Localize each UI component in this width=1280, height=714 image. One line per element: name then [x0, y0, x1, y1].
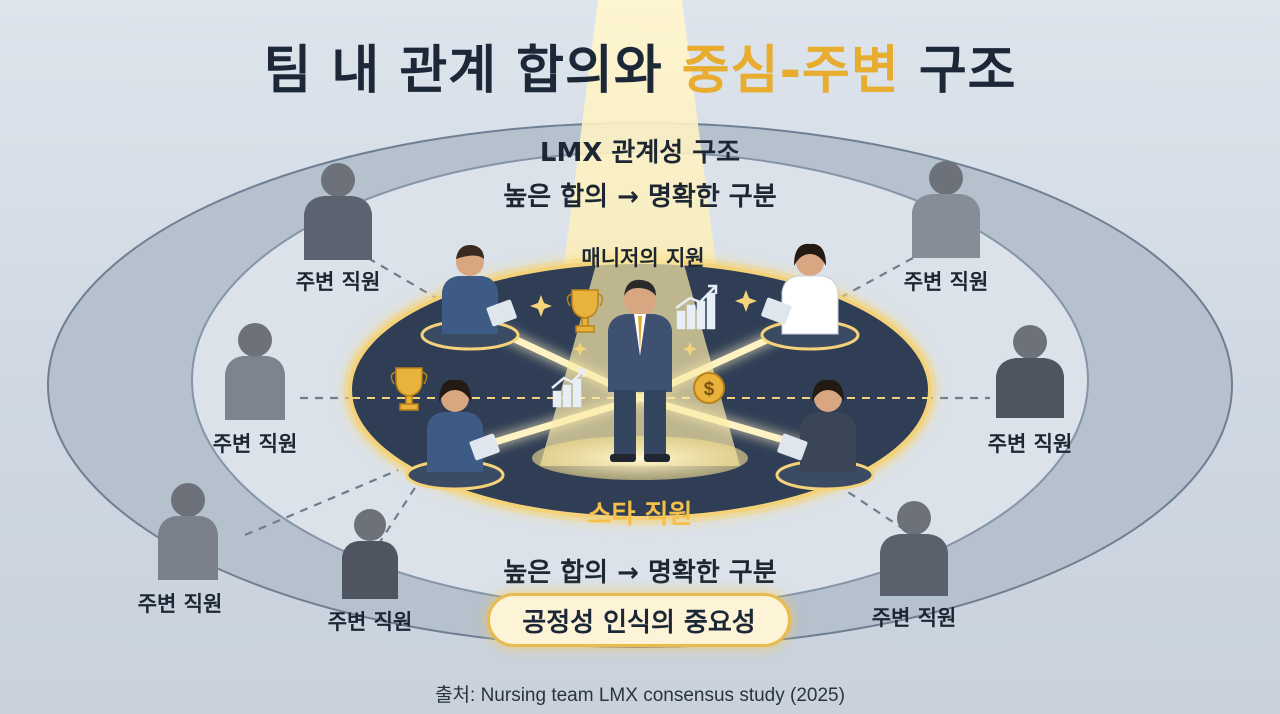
fairness-badge-text: 공정성 인식의 중요성	[522, 607, 756, 638]
lmx-consensus-label: 높은 합의 → 명확한 구분	[503, 182, 777, 212]
title-part2: 구조	[899, 41, 1017, 101]
star-employee-label: 스타 직원	[587, 500, 693, 530]
fairness-badge: 공정성 인식의 중요성	[487, 593, 791, 647]
growth-chart-icon	[675, 284, 718, 330]
peripheral-label: 주변 직원	[137, 592, 223, 616]
peripheral-label: 주변 직원	[871, 606, 957, 630]
source-citation: 출처: Nursing team LMX consensus study (20…	[435, 685, 845, 706]
title-highlight: 중심-주변	[681, 41, 900, 101]
manager-support-label: 매니저의 지원	[581, 246, 705, 270]
lmx-structure-label: LMX 관계성 구조	[539, 138, 741, 168]
sparkle-icon	[530, 290, 757, 356]
inner-member-figure	[761, 243, 839, 335]
trophy-icon	[390, 367, 428, 411]
inner-member-figure	[777, 379, 856, 472]
peripheral-label: 주변 직원	[295, 270, 381, 294]
star-employee-figure	[608, 279, 672, 462]
growth-chart-icon	[551, 368, 586, 408]
bottom-consensus-label: 높은 합의 → 명확한 구분	[503, 558, 777, 588]
inner-member-figure	[442, 244, 517, 334]
peripheral-label: 주변 직원	[212, 432, 298, 456]
page-title: 팀 내 관계 합의와 중심-주변 구조	[263, 28, 1016, 103]
inner-member-figure	[427, 379, 500, 472]
svg-text:$: $	[704, 379, 715, 400]
peripheral-staff-figures	[158, 161, 1064, 599]
spotlight-floor	[532, 436, 748, 480]
peripheral-label: 주변 직원	[987, 432, 1073, 456]
trophy-icon	[566, 289, 604, 333]
peripheral-label: 주변 직원	[903, 270, 989, 294]
coin-icon: $	[693, 372, 725, 404]
title-part1: 팀 내 관계 합의와	[263, 41, 682, 101]
peripheral-label: 주변 직원	[327, 610, 413, 634]
